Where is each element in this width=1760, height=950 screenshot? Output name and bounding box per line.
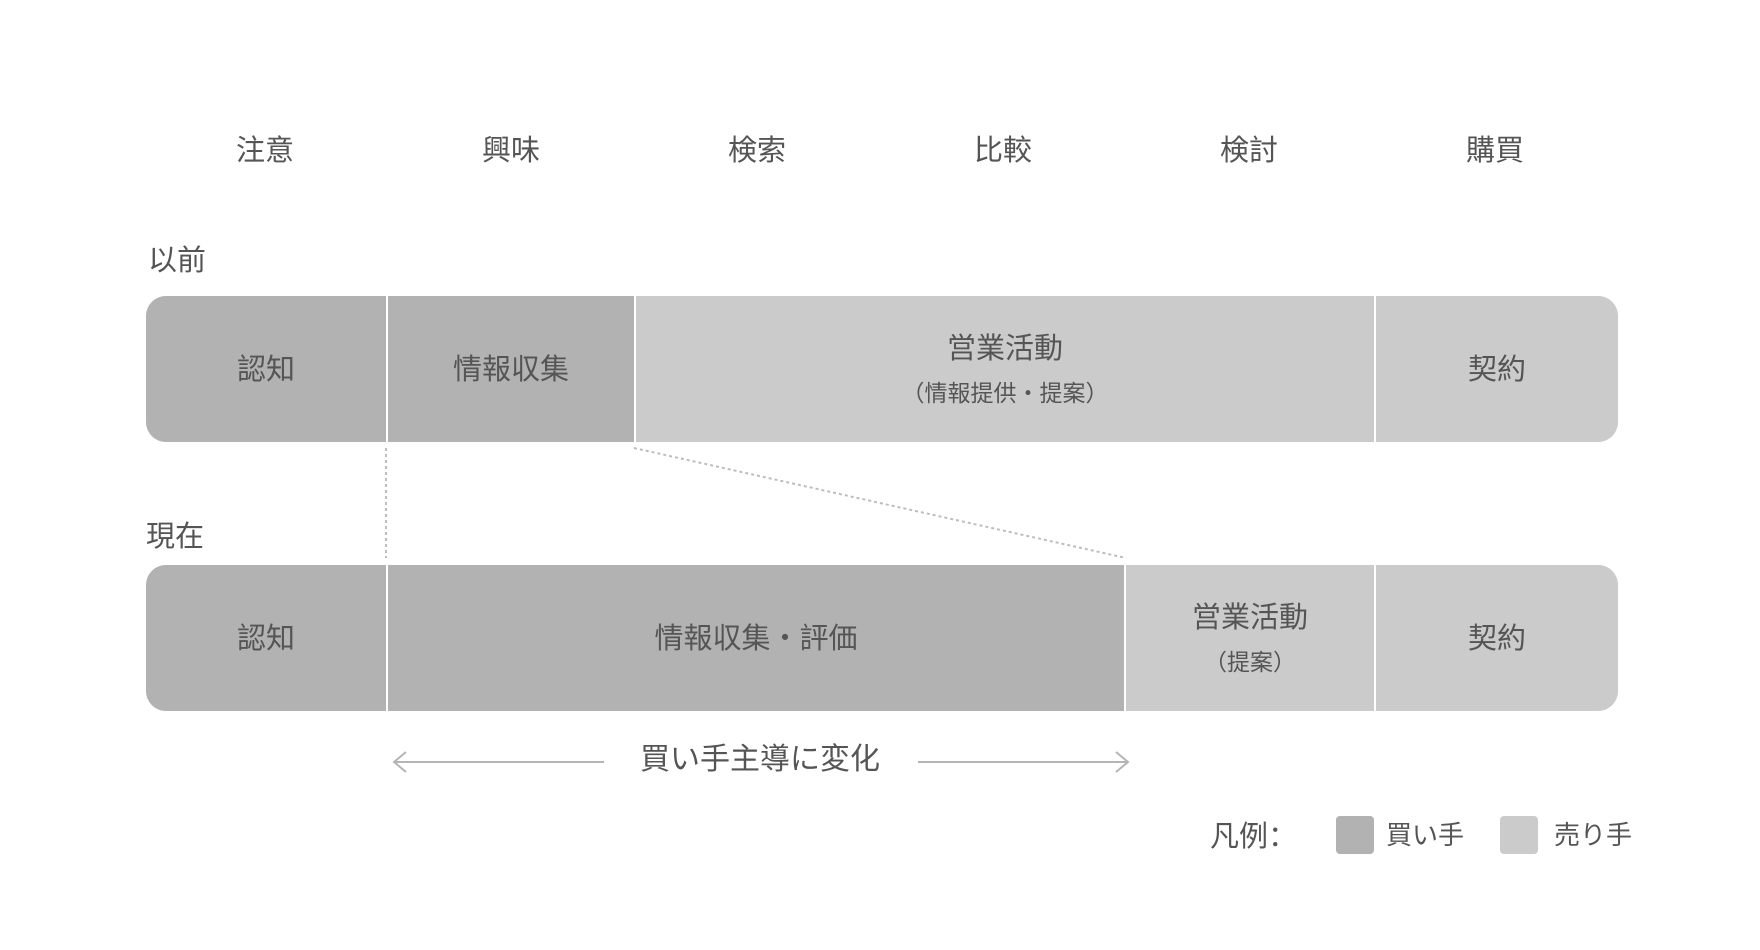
segment-label: 営業活動 (946, 331, 1063, 365)
segment-info-gathering-before: 情報収集 (386, 296, 634, 442)
stage-header-consider: 検討 (1219, 133, 1278, 167)
segment-label: 情報収集 (452, 352, 569, 386)
segment-label: 情報収集・評価 (654, 621, 858, 655)
bar-before: 認知 情報収集 営業活動 （情報提供・提案） 契約 (146, 296, 1618, 442)
stage-header-purchase: 購買 (1465, 133, 1524, 167)
segment-label: 契約 (1467, 621, 1526, 655)
segment-awareness-now: 認知 (146, 565, 386, 711)
stage-header-interest: 興味 (481, 133, 540, 167)
stage-header-attention: 注意 (235, 133, 294, 167)
connector-info-gathering (633, 447, 1127, 559)
row-label-before: 以前 (148, 243, 207, 277)
segment-label: 認知 (236, 621, 295, 655)
stage-header-compare: 比較 (973, 133, 1032, 167)
segment-label: 認知 (236, 352, 295, 386)
legend-title: 凡例： (1210, 819, 1298, 853)
legend-label-buyer: 買い手 (1386, 821, 1465, 851)
segment-sublabel: （提案） (1204, 650, 1296, 676)
segment-sales-activity-before: 営業活動 （情報提供・提案） (634, 296, 1374, 442)
segment-label: 契約 (1467, 352, 1526, 386)
legend-label-seller: 売り手 (1554, 821, 1633, 851)
segment-info-evaluation-now: 情報収集・評価 (386, 565, 1124, 711)
bar-now: 認知 情報収集・評価 営業活動 （提案） 契約 (146, 565, 1618, 711)
segment-contract-now: 契約 (1374, 565, 1618, 711)
row-label-now: 現在 (146, 519, 205, 553)
legend-swatch-buyer (1336, 816, 1374, 854)
segment-label: 営業活動 (1191, 600, 1308, 634)
stage-header-search: 検索 (727, 133, 786, 167)
shift-label: 買い手主導に変化 (640, 742, 880, 777)
segment-contract-before: 契約 (1374, 296, 1618, 442)
arrow-left-icon (392, 751, 604, 773)
segment-sales-activity-now: 営業活動 （提案） (1124, 565, 1374, 711)
legend-swatch-seller (1500, 816, 1538, 854)
segment-sublabel: （情報提供・提案） (901, 381, 1109, 407)
segment-awareness-before: 認知 (146, 296, 386, 442)
arrow-right-icon (918, 751, 1130, 773)
